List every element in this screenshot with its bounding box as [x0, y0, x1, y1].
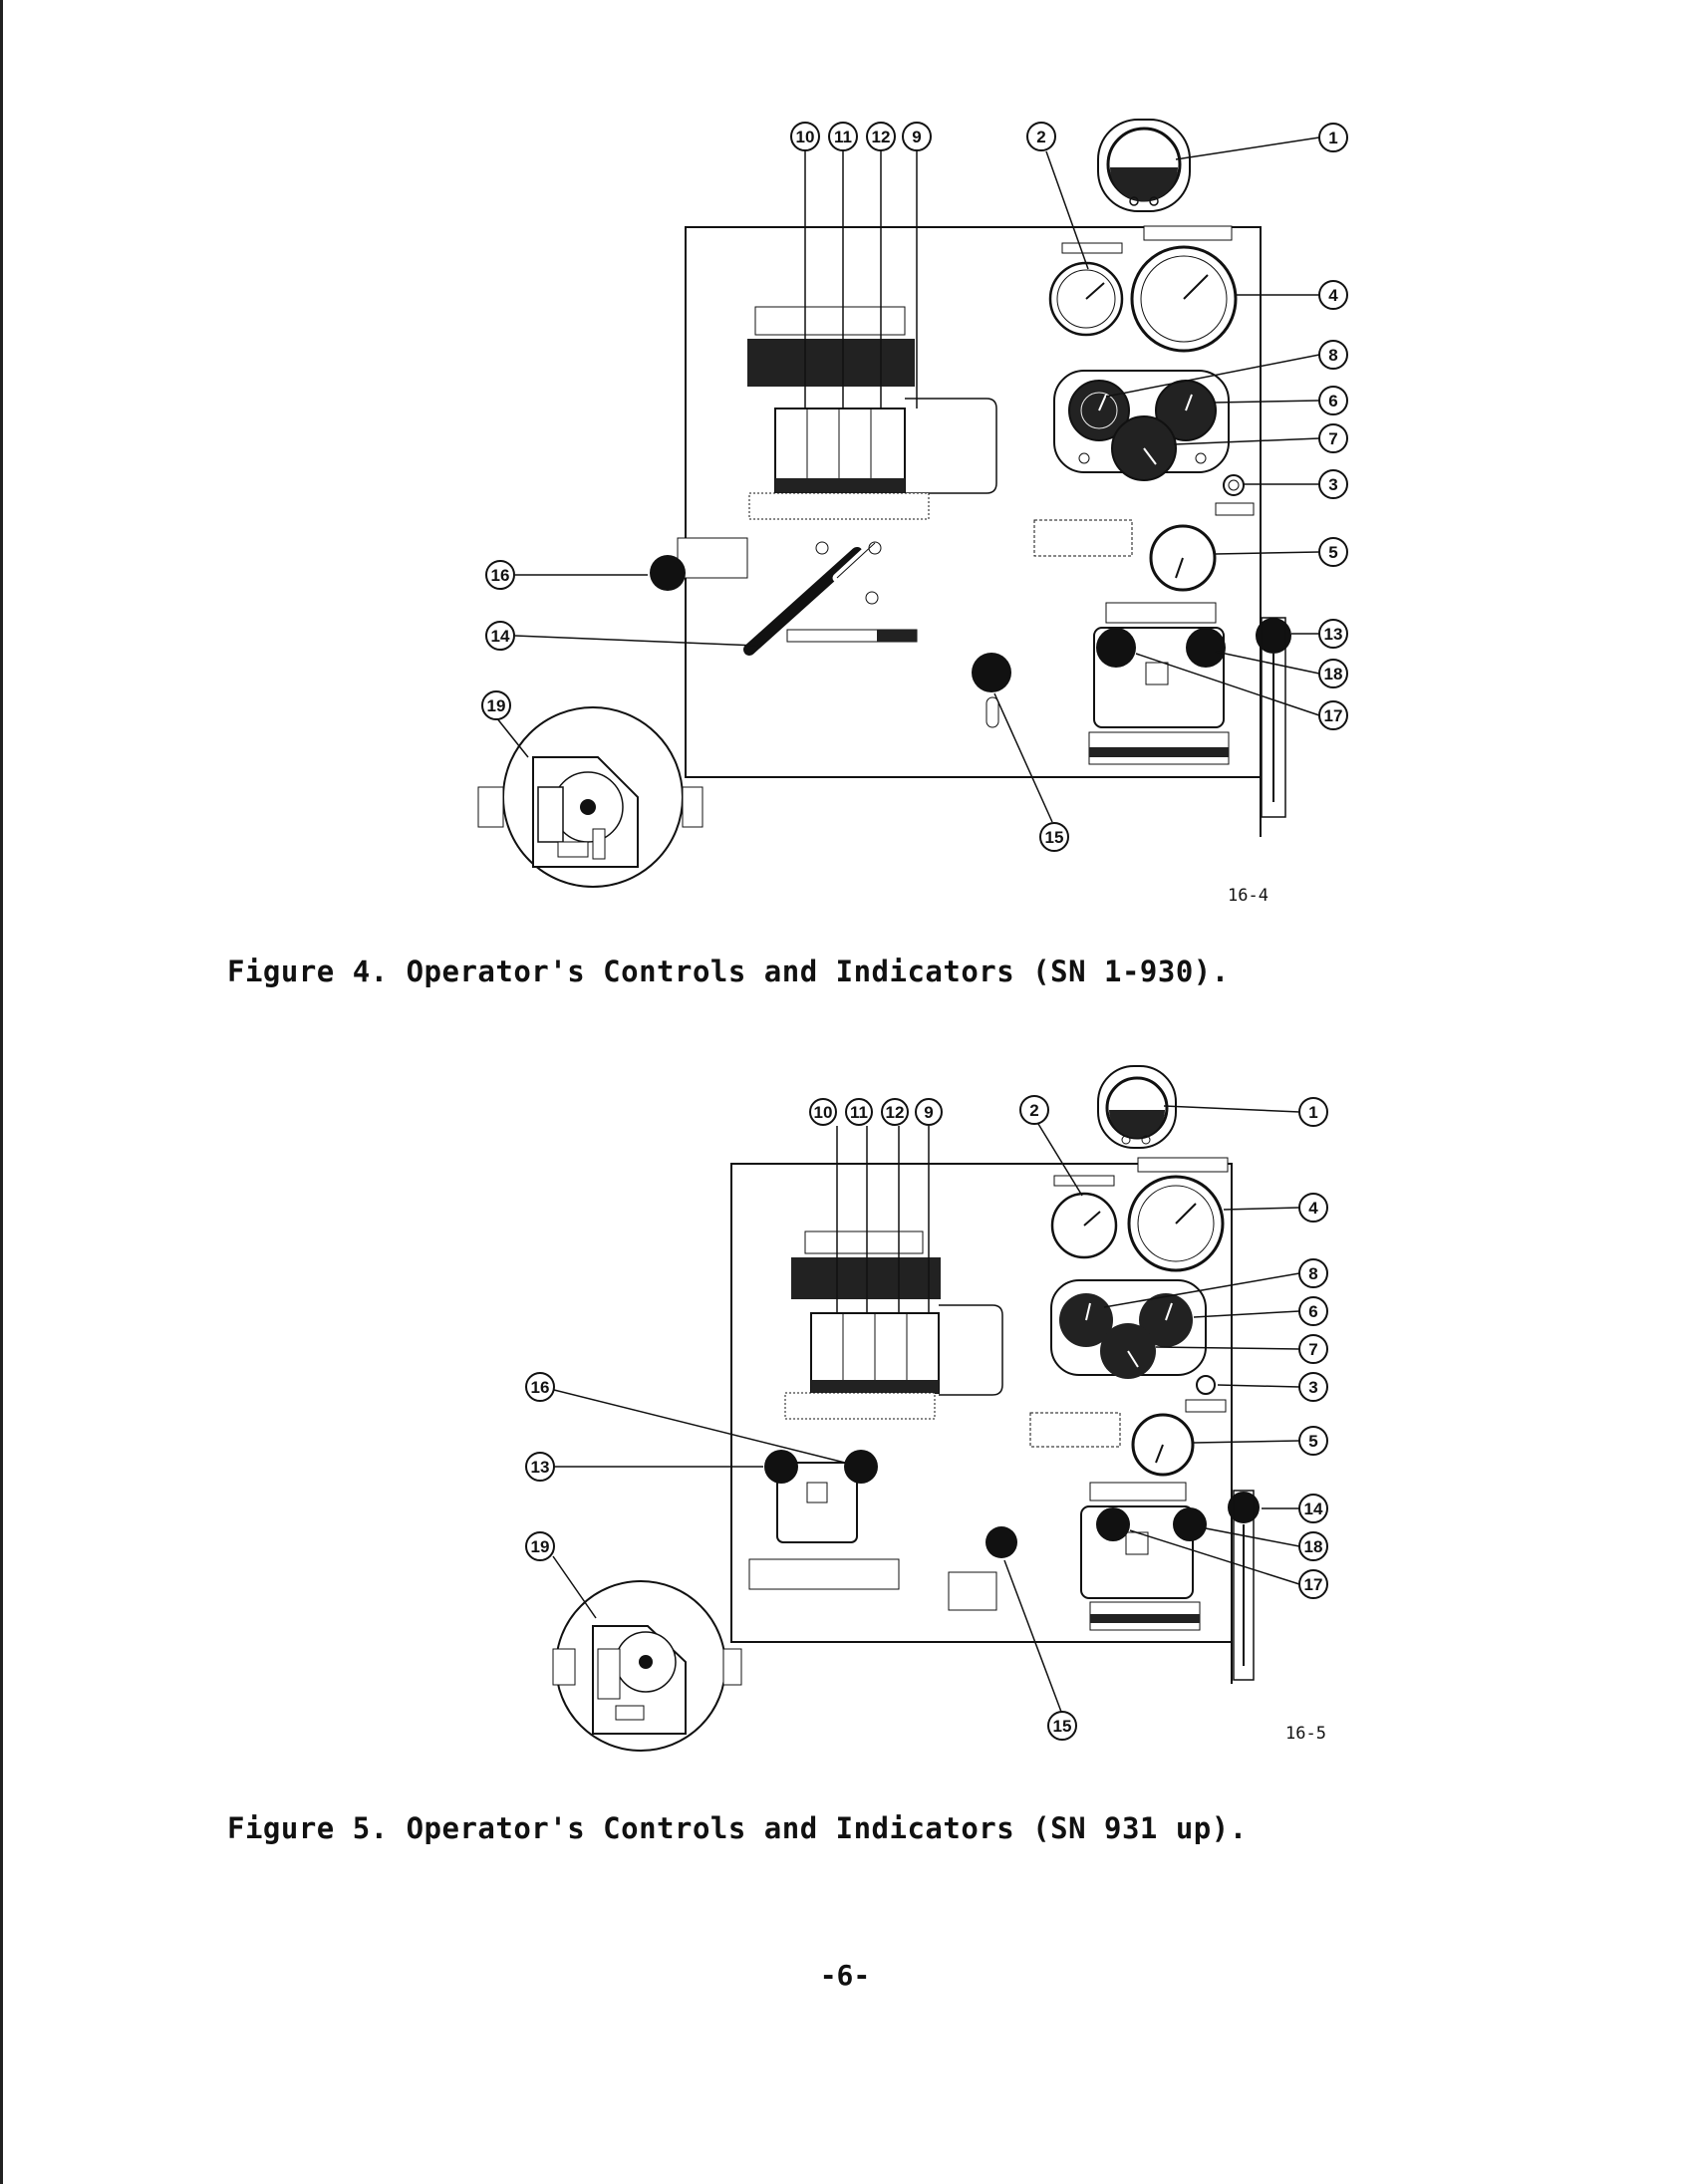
svg-text:17: 17: [1324, 706, 1343, 725]
callout-19: 19: [525, 1531, 555, 1561]
svg-text:1: 1: [1308, 1103, 1317, 1122]
figure-4-diagram: 10 11 12 9 2 1 4 8 6 7 3 5 13 18 17 16 1…: [458, 100, 1355, 917]
knob-13: [1256, 618, 1291, 654]
callout-17: 17: [1318, 700, 1348, 730]
callout-15: 15: [1039, 822, 1069, 852]
pulldown-knob-15: [972, 653, 1011, 692]
figure-5-diagram: 10 11 12 9 2 1 4 8 6 7 3 5 14 18 17 16 1…: [498, 1056, 1355, 1754]
figure-5-code: 16-5: [1285, 1724, 1326, 1744]
callout-19: 19: [481, 690, 511, 720]
callout-1: 1: [1318, 123, 1348, 152]
figure-4-code: 16-4: [1228, 886, 1268, 906]
svg-text:13: 13: [1324, 625, 1343, 644]
svg-text:10: 10: [796, 128, 815, 146]
callout-2: 2: [1019, 1095, 1049, 1125]
svg-text:3: 3: [1308, 1378, 1317, 1397]
svg-text:5: 5: [1328, 543, 1337, 562]
svg-text:16: 16: [531, 1378, 550, 1397]
callout-7: 7: [1298, 1334, 1328, 1364]
callouts-figure-4: 10 11 12 9 2 1 4 8 6 7 3 5 13 18 17 16 1…: [481, 122, 1348, 852]
callout-5: 5: [1298, 1426, 1328, 1456]
callout-3: 3: [1318, 469, 1348, 499]
svg-text:11: 11: [834, 128, 852, 146]
svg-text:4: 4: [1308, 1199, 1318, 1218]
figure-4-svg: 10 11 12 9 2 1 4 8 6 7 3 5 13 18 17 16 1…: [477, 119, 1348, 888]
gauge-1: [1097, 119, 1191, 212]
callout-14: 14: [485, 621, 515, 651]
callout-14: 14: [1298, 1494, 1328, 1523]
callout-16: 16: [525, 1372, 555, 1402]
callout-6: 6: [1318, 386, 1348, 415]
svg-text:14: 14: [491, 627, 510, 646]
svg-text:7: 7: [1328, 429, 1337, 448]
callout-6: 6: [1298, 1296, 1328, 1326]
svg-text:2: 2: [1029, 1101, 1038, 1120]
svg-text:17: 17: [1304, 1575, 1323, 1594]
svg-text:14: 14: [1304, 1500, 1323, 1518]
callout-18: 18: [1318, 659, 1348, 688]
svg-text:10: 10: [814, 1103, 833, 1122]
svg-text:9: 9: [924, 1103, 933, 1122]
callout-12: 12: [866, 122, 896, 151]
svg-text:12: 12: [886, 1103, 905, 1122]
callout-10: 10: [790, 122, 820, 151]
callout-13: 13: [1318, 619, 1348, 649]
svg-text:19: 19: [487, 696, 506, 715]
callouts-figure-5: 10 11 12 9 2 1 4 8 6 7 3 5 14 18 17 16 1…: [525, 1095, 1328, 1741]
knob-18: [1186, 628, 1226, 668]
drill-lever-14: [743, 547, 863, 656]
svg-text:6: 6: [1308, 1302, 1317, 1321]
svg-text:1: 1: [1328, 129, 1337, 147]
svg-text:8: 8: [1308, 1264, 1317, 1283]
figure-4-caption: Figure 4. Operator's Controls and Indica…: [227, 955, 1230, 988]
page-edge-line: [0, 0, 3, 2184]
figure-5-svg: 10 11 12 9 2 1 4 8 6 7 3 5 14 18 17 16 1…: [525, 1065, 1328, 1752]
callout-13: 13: [525, 1452, 555, 1482]
callout-17: 17: [1298, 1569, 1328, 1599]
svg-text:12: 12: [872, 128, 891, 146]
figure-5-caption: Figure 5. Operator's Controls and Indica…: [227, 1811, 1248, 1845]
callout-18: 18: [1298, 1531, 1328, 1561]
callout-8: 8: [1298, 1258, 1328, 1288]
svg-text:19: 19: [531, 1537, 550, 1556]
page-number: -6-: [819, 1959, 871, 1992]
feed-control-knob-16: [650, 555, 686, 591]
callout-2: 2: [1026, 122, 1056, 151]
svg-text:13: 13: [531, 1458, 550, 1477]
callout-11: 11: [845, 1098, 873, 1126]
svg-text:3: 3: [1328, 475, 1337, 494]
callout-3: 3: [1298, 1372, 1328, 1402]
svg-text:9: 9: [912, 128, 921, 146]
callout-4: 4: [1318, 280, 1348, 310]
callout-15: 15: [1047, 1711, 1077, 1741]
callout-9: 9: [915, 1098, 943, 1126]
svg-text:8: 8: [1328, 346, 1337, 365]
callout-5: 5: [1318, 537, 1348, 567]
callout-11: 11: [828, 122, 858, 151]
callout-7: 7: [1318, 423, 1348, 453]
callout-9: 9: [902, 122, 932, 151]
svg-text:16: 16: [491, 566, 510, 585]
engine-starter-3: [1223, 474, 1245, 496]
svg-text:4: 4: [1328, 286, 1338, 305]
callout-4: 4: [1298, 1193, 1328, 1223]
svg-text:6: 6: [1328, 392, 1337, 410]
svg-text:18: 18: [1324, 665, 1343, 683]
knob-17: [1096, 628, 1136, 668]
callout-8: 8: [1318, 340, 1348, 370]
svg-text:7: 7: [1308, 1340, 1317, 1359]
svg-text:18: 18: [1304, 1537, 1323, 1556]
svg-text:15: 15: [1053, 1717, 1072, 1736]
svg-text:11: 11: [850, 1103, 868, 1122]
svg-text:5: 5: [1308, 1432, 1317, 1451]
svg-text:2: 2: [1036, 128, 1045, 146]
svg-text:15: 15: [1045, 828, 1064, 847]
callout-1: 1: [1298, 1097, 1328, 1127]
callout-10: 10: [809, 1098, 837, 1126]
callout-12: 12: [881, 1098, 909, 1126]
callout-16: 16: [485, 560, 515, 590]
